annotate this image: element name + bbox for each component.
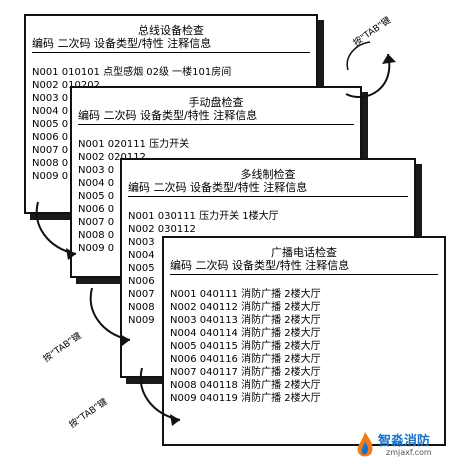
list-item: N007 0 [32,145,69,156]
list-item: N003 0 [78,165,115,176]
header-divider [78,124,354,125]
flame-logo-icon [357,432,373,457]
device-list: N001 020111 压力开关 N002 020112 N003 0 N004… [78,138,356,255]
list-item: N006 0 [32,132,69,143]
list-item: N009 0 [78,243,115,254]
tab-caption-bottom: 按“TAB”键 [67,397,110,431]
list-item: N006 040116 消防广播 2楼大厅 [170,354,321,365]
logo-brand-text: 智淼消防 [378,434,431,449]
list-item: N005 [128,263,155,274]
list-item: N007 040117 消防广播 2楼大厅 [170,367,321,378]
list-item: N007 [128,289,155,300]
window-title: 总线设备检查 [138,24,204,37]
header-divider [32,52,310,53]
list-item: N006 [128,276,155,287]
header-divider [170,274,438,275]
device-list: N001 010101 点型感烟 02级 一楼101房间 N002 010202… [32,66,312,183]
list-item: N008 [128,302,155,313]
list-item: N001 020111 压力开关 [78,139,190,150]
list-item: N008 0 [32,158,69,169]
list-item: N009 040119 消防广播 2楼大厅 [170,393,321,404]
column-header: 编码 二次码 设备类型/特性 注释信息 [32,37,212,50]
watermark-logo: 智淼消防 zmjaxf.com [352,428,464,464]
window-title: 广播电话检查 [271,246,337,259]
window-broadcast-phone-check: 广播电话检查 编码 二次码 设备类型/特性 注释信息 N001 040111 消… [162,236,446,446]
list-item: N001 040111 消防广播 2楼大厅 [170,289,321,300]
device-list: N001 040111 消防广播 2楼大厅 N002 040112 消防广播 2… [170,288,440,405]
list-item: N004 0 [32,106,69,117]
logo-url-text: zmjaxf.com [386,448,432,457]
curved-arrow-icon [139,367,181,426]
curved-arrow-icon [35,201,77,260]
curved-arrow-icon [345,41,396,99]
column-header: 编码 二次码 设备类型/特性 注释信息 [128,181,308,194]
tab-caption-left: 按“TAB”键 [41,331,84,365]
column-header: 编码 二次码 设备类型/特性 注释信息 [78,109,258,122]
window-title: 手动盘检查 [188,96,244,109]
list-item: N008 040118 消防广播 2楼大厅 [170,380,321,391]
list-item: N005 0 [32,119,69,130]
list-item: N006 0 [78,204,115,215]
list-item: N005 040115 消防广播 2楼大厅 [170,341,321,352]
list-item: N007 0 [78,217,115,228]
list-item: N003 0 [32,93,69,104]
column-header: 编码 二次码 设备类型/特性 注释信息 [170,259,350,272]
list-item: N003 040113 消防广播 2楼大厅 [170,315,321,326]
list-item: N004 0 [78,178,115,189]
list-item: N009 0 [32,171,69,182]
list-item: N002 030112 [128,224,196,235]
list-item: N002 020112 [78,152,146,163]
device-list: N001 030111 压力开关 1楼大厅 N002 030112 N003 N… [128,210,410,327]
list-item: N009 [128,315,155,326]
list-item: N001 010101 点型感烟 02级 一楼101房间 [32,67,232,78]
list-item: N002 010202 [32,80,100,91]
window-title: 多线制检查 [240,168,296,181]
curved-arrow-icon [89,287,131,346]
list-item: N003 [128,237,155,248]
header-divider [128,196,408,197]
list-item: N008 0 [78,230,115,241]
list-item: N005 0 [78,191,115,202]
list-item: N001 030111 压力开关 1楼大厅 [128,211,279,222]
list-item: N004 [128,250,155,261]
list-item: N002 040112 消防广播 2楼大厅 [170,302,321,313]
list-item: N004 040114 消防广播 2楼大厅 [170,328,321,339]
